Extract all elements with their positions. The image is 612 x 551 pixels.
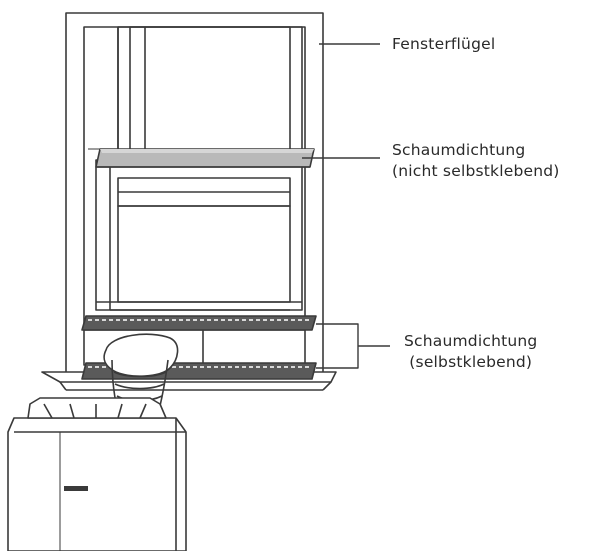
label-foam-seal-non-adhesive-line1: Schaumdichtung [392, 141, 526, 159]
callout-leader-lines [302, 43, 390, 369]
portable-air-conditioner [7, 397, 187, 551]
label-foam-seal-adhesive-line2: (selbstklebend) [409, 353, 533, 371]
label-foam-seal-non-adhesive-line2: (nicht selbstklebend) [392, 162, 560, 180]
label-foam-seal-adhesive: Schaumdichtung (selbstklebend) [404, 331, 537, 373]
foam-seal-adhesive-upper [81, 315, 317, 331]
label-window-sash: Fensterflügel [392, 34, 495, 55]
foam-seal-non-adhesive [88, 148, 315, 168]
label-foam-seal-non-adhesive: Schaumdichtung (nicht selbstklebend) [392, 140, 560, 182]
label-window-sash-text: Fensterflügel [392, 35, 496, 53]
label-foam-seal-adhesive-line1: Schaumdichtung [404, 332, 538, 350]
